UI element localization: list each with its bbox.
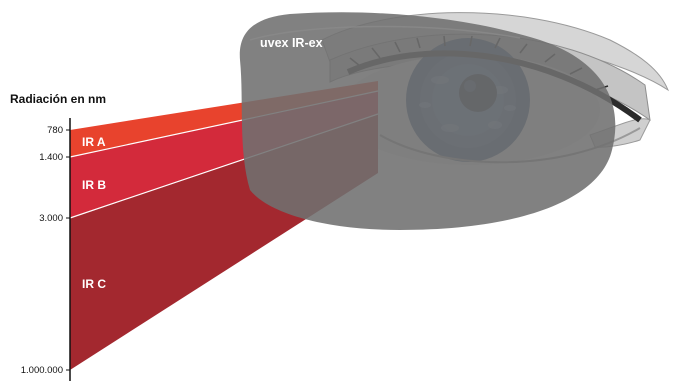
band-label-ir-a: IR A (82, 135, 106, 149)
tick-label-1000000: 1.000.000 (21, 365, 63, 376)
tick-label-780: 780 (47, 125, 63, 136)
lens-label: uvex IR-ex (260, 36, 323, 50)
axis-title: Radiación en nm (10, 92, 106, 106)
tick-label-1400: 1.400 (39, 152, 63, 163)
band-label-ir-b: IR B (82, 178, 106, 192)
band-label-ir-c: IR C (82, 277, 106, 291)
tick-label-3000: 3.000 (39, 213, 63, 224)
